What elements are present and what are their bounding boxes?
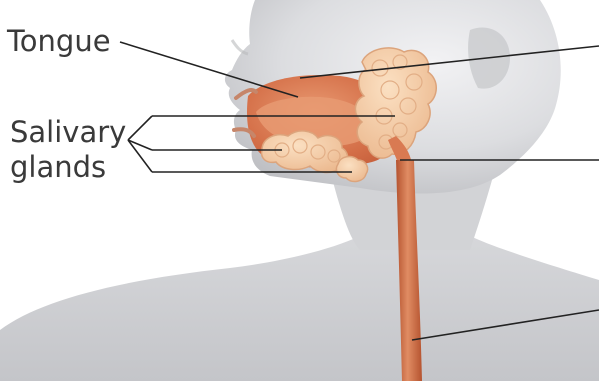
leader-line-salivary-upper <box>128 116 152 140</box>
nose-shadow <box>232 40 248 54</box>
label-glands: glands <box>10 150 106 184</box>
sublingual-gland <box>336 157 367 182</box>
label-salivary: Salivary <box>10 115 126 149</box>
label-tongue: Tongue <box>7 24 111 58</box>
torso-silhouette <box>0 236 599 381</box>
